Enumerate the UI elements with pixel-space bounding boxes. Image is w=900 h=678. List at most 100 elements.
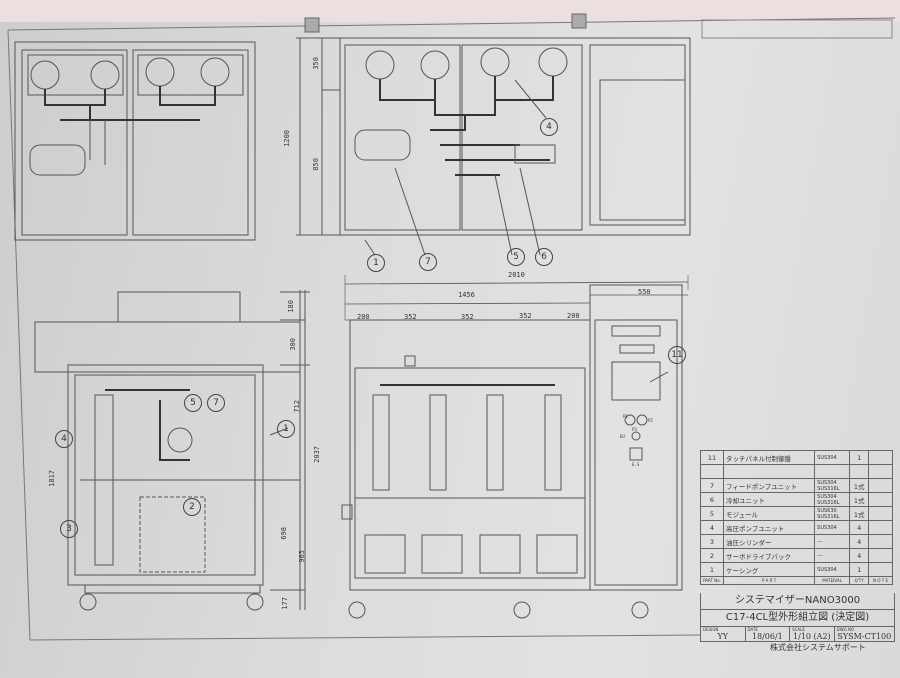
part-no: 4 <box>700 520 724 535</box>
dim-pitch: 352 <box>404 313 417 321</box>
part-name: ケーシング <box>722 562 816 577</box>
part-name: 油圧シリンダー <box>722 534 816 549</box>
balloon-1: 1 <box>367 254 385 272</box>
dim-side-top: 180 <box>287 300 295 313</box>
dim-side-3: 712 <box>293 400 301 413</box>
balloon-4: 4 <box>540 118 558 136</box>
part-no: 6 <box>700 492 724 507</box>
dim-depth-upper: 350 <box>312 57 320 70</box>
dim-depth-overall: 1200 <box>283 130 291 147</box>
drawing-title: C17-4CL型外形組立図 (決定図) <box>701 610 894 627</box>
balloon-6: 6 <box>535 248 553 266</box>
company-name: 株式会社システムサポート <box>770 643 866 652</box>
balloon-7: 7 <box>207 394 225 412</box>
part-no: 5 <box>700 506 724 521</box>
sheet-border-left <box>7 29 31 641</box>
date-label: DATE <box>747 627 758 632</box>
part-name: モジュール <box>722 506 816 521</box>
dim-pitch: 200 <box>567 312 580 320</box>
part-material: SUS304 SUS316L <box>814 478 851 493</box>
part-name: フィードポンプユニット <box>722 478 816 493</box>
part-material: --- <box>814 534 851 549</box>
part-material: --- <box>814 548 851 563</box>
balloon-5: 5 <box>184 394 202 412</box>
panel-label-p1: P1 <box>623 414 628 419</box>
date-value: 18/06/1 <box>751 632 783 641</box>
front-view <box>341 275 689 619</box>
pump-columns <box>364 394 578 574</box>
paper-edge <box>0 0 900 22</box>
revision-box <box>701 19 893 39</box>
balloon-5: 5 <box>507 248 525 266</box>
dim-side-lower: 698 <box>280 527 288 540</box>
part-qty: 4 <box>849 520 870 535</box>
scale-value: 1/10 (A2) <box>793 632 831 641</box>
part-name: サーボドライブパック <box>722 548 816 563</box>
design-label: DESIGN <box>703 627 719 632</box>
side-view <box>34 290 310 611</box>
part-qty: 1式 <box>849 478 870 493</box>
dim-pitch: 200 <box>357 313 370 321</box>
dim-left-height: 1817 <box>48 470 56 487</box>
product-name: システマイザーNANO3000 <box>701 593 894 610</box>
dim-depth-lower: 850 <box>312 158 320 171</box>
dim-side-2: 300 <box>289 338 297 351</box>
plan-view-right <box>296 37 691 236</box>
dim-overall-height: 2037 <box>313 446 321 463</box>
part-no: 1 <box>700 562 724 577</box>
dim-frame-width: 1456 <box>458 291 475 299</box>
part-qty: 4 <box>849 534 870 549</box>
part-material: SUS630 SUS316L <box>814 506 851 521</box>
part-name: タッチパネル付制御盤 <box>722 450 816 465</box>
binder-ring <box>571 13 587 29</box>
dim-panel-width: 550 <box>638 288 651 296</box>
dwg-label: DWG NO <box>836 627 855 632</box>
part-no: 7 <box>700 478 724 493</box>
part-material: SUS304 <box>814 562 851 577</box>
part-no: 2 <box>700 548 724 563</box>
part-qty: 1 <box>849 562 870 577</box>
part-qty: 4 <box>849 548 870 563</box>
part-name: 冷却ユニット <box>722 492 816 507</box>
balloon-3: 3 <box>60 520 78 538</box>
part-no: 11 <box>700 450 724 465</box>
dim-overall-width: 2010 <box>508 271 525 279</box>
part-material: SUS304 SUS316L <box>814 492 851 507</box>
part-name: 高圧ポンプユニット <box>722 520 816 535</box>
binder-ring <box>304 17 320 33</box>
dim-side-foot: 177 <box>281 597 289 610</box>
sheet-border-bottom <box>29 634 701 641</box>
dwg-number: SYSM-CT100 <box>837 632 892 641</box>
dim-pitch: 352 <box>461 313 474 321</box>
balloon-4: 4 <box>55 430 73 448</box>
part-qty: 1式 <box>849 506 870 521</box>
title-block: システマイザーNANO3000 C17-4CL型外形組立図 (決定図) DESI… <box>700 593 895 642</box>
balloon-2: 2 <box>183 498 201 516</box>
part-material: SUS304 <box>814 450 851 465</box>
balloon-1: 1 <box>277 420 295 438</box>
part-material: SUS304 <box>814 520 851 535</box>
dim-side-base: 965 <box>298 550 306 563</box>
balloon-7: 7 <box>419 253 437 271</box>
balloon-11: 11 <box>668 346 686 364</box>
panel-label-es: E.S <box>632 462 640 467</box>
part-qty: 1式 <box>849 492 870 507</box>
scale-label: SCALE <box>792 627 805 632</box>
panel-label-p2: P2 <box>648 418 653 423</box>
plan-view-left <box>14 41 256 241</box>
part-no: 3 <box>700 534 724 549</box>
part-qty: 1 <box>849 450 870 465</box>
dim-pitch: 352 <box>519 312 532 320</box>
